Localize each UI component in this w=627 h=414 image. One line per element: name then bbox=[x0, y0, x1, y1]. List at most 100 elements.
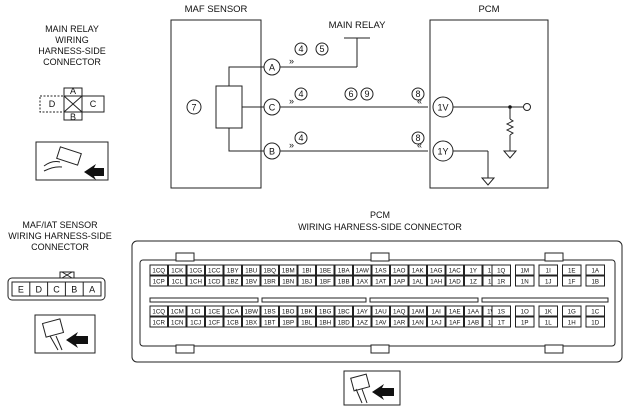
connector-mark: » bbox=[289, 56, 294, 66]
note-circle bbox=[315, 42, 329, 56]
connector-mark: » bbox=[289, 140, 294, 150]
connector-tab bbox=[175, 252, 195, 262]
pcm-pin-label: 1CH bbox=[190, 278, 202, 285]
pcm-pin-cell bbox=[464, 305, 483, 317]
pcm-pin-cell bbox=[427, 275, 446, 287]
separator-bar bbox=[149, 297, 259, 303]
pcm-pin-cell bbox=[515, 316, 535, 328]
main-relay-connector-label: MAIN RELAY WIRING HARNESS-SIDE CONNECTOR bbox=[38, 24, 106, 67]
pcm-pin-cell bbox=[515, 275, 535, 287]
pcm-pin-label: 1BC bbox=[338, 308, 351, 315]
pcm-pin-label: 1CQ bbox=[152, 267, 165, 274]
pcm-pin-cell bbox=[279, 316, 298, 328]
pcm-pin-cell bbox=[585, 305, 605, 317]
pcm-pin-label: 1BP bbox=[282, 319, 294, 326]
pcm-pin-label: 1P bbox=[521, 319, 529, 326]
pcm-pin-cell bbox=[408, 316, 427, 328]
pcm-pin-cell bbox=[538, 264, 558, 276]
pcm-pin-cell bbox=[562, 264, 582, 276]
pcm-pin-label: 1CG bbox=[189, 267, 202, 274]
pcm-pin-label: 1BK bbox=[301, 308, 314, 315]
pcm-pin-label: 1BE bbox=[319, 267, 331, 274]
note-circle bbox=[411, 87, 425, 101]
note-number: 5 bbox=[319, 44, 324, 54]
pcm-pin-cell bbox=[562, 305, 582, 317]
pcm-pin-label: 1K bbox=[544, 308, 552, 315]
pcm-pin-label: 1AR bbox=[393, 319, 406, 326]
separator-bar bbox=[481, 297, 609, 303]
pcm-pin-label: 1BR bbox=[264, 278, 277, 285]
pcm-pin-label: 1CF bbox=[208, 319, 220, 326]
main-relay-connector-label-line: WIRING bbox=[55, 35, 89, 45]
pcm-pin-cell bbox=[390, 264, 409, 276]
pcm-pin-cell bbox=[205, 264, 224, 276]
pcm-pin-cell bbox=[491, 305, 511, 317]
note-number: 8 bbox=[415, 89, 420, 99]
pcm-pin-label: 1M bbox=[520, 267, 529, 274]
pcm-pin-label: 1CA bbox=[227, 308, 240, 315]
connector-pin-label: A bbox=[70, 86, 76, 96]
maf-iat-connector-label-line: MAF/IAT SENSOR bbox=[22, 220, 98, 230]
pcm-pin-label: 1CP bbox=[153, 278, 165, 285]
maf-internal-wire bbox=[228, 128, 265, 152]
pcm-pin-cell bbox=[334, 275, 353, 287]
pcm-pin-cell bbox=[149, 316, 168, 328]
pcm-pin-label: 1AN bbox=[412, 319, 424, 326]
pcm-pin-cell bbox=[205, 305, 224, 317]
pcm-pin-label: 1J bbox=[545, 278, 552, 285]
pcm-pin-cell bbox=[242, 316, 261, 328]
pcm-pin-cell bbox=[334, 316, 353, 328]
resistor-symbol bbox=[505, 118, 515, 136]
pcm-pin-cell bbox=[585, 275, 605, 287]
pcm-pin-cell bbox=[297, 316, 316, 328]
pcm-pin-label: 1AI bbox=[432, 308, 442, 315]
pcm-connector-label-line: PCM bbox=[370, 210, 390, 220]
pcm-pin-cell bbox=[371, 275, 390, 287]
main-relay-label: MAIN RELAY bbox=[329, 20, 387, 31]
pcm-pin-cell bbox=[353, 316, 372, 328]
maf-connector-pin-label: B bbox=[71, 285, 77, 295]
connector-view-icon bbox=[35, 141, 109, 181]
pcm-pin-label: 1AB bbox=[467, 319, 479, 326]
pcm-connector-label-line: WIRING HARNESS-SIDE CONNECTOR bbox=[298, 222, 462, 232]
note-number: 7 bbox=[191, 103, 196, 113]
pcm-pin-label: 1AX bbox=[356, 278, 368, 285]
connector-pin-label: B bbox=[70, 112, 76, 122]
pcm-pin-cell bbox=[260, 264, 279, 276]
wire-shape bbox=[49, 335, 63, 351]
wire-shape bbox=[43, 166, 63, 172]
maf-terminal-label: B bbox=[269, 147, 275, 157]
pcm-pin-cell bbox=[353, 264, 372, 276]
connector-body-shape bbox=[41, 318, 65, 338]
pcm-pin-cell bbox=[279, 264, 298, 276]
pcm-pin-cell bbox=[149, 275, 168, 287]
note-circle bbox=[360, 87, 374, 101]
pcm-pin-cell bbox=[260, 305, 279, 317]
pcm-pin-cell bbox=[371, 305, 390, 317]
note-number: 9 bbox=[364, 89, 369, 99]
pcm-pin-label: 1AT bbox=[375, 278, 386, 285]
pcm-pin-cell bbox=[427, 264, 446, 276]
note-number: 4 bbox=[298, 133, 303, 143]
pcm-pin-label: 1AE bbox=[449, 308, 461, 315]
pcm-pin-label: 1AV bbox=[375, 319, 387, 326]
wire-shape bbox=[43, 161, 61, 167]
pcm-pin-label: 1Z bbox=[470, 278, 477, 285]
maf-iat-connector-label-line: WIRING HARNESS-SIDE bbox=[8, 231, 112, 241]
pcm-pin-label: 1C bbox=[591, 308, 599, 315]
connector-body-shape bbox=[56, 146, 82, 166]
connector-body-shape bbox=[350, 373, 371, 392]
pcm-pin-cell bbox=[445, 305, 464, 317]
pcm-pin-label: 1AW bbox=[356, 267, 369, 274]
ground-symbol bbox=[502, 150, 518, 159]
pcm-pin-label: 1AQ bbox=[393, 308, 406, 315]
pcm-pin-label: 1CC bbox=[208, 267, 221, 274]
pcm-pin-label: 1E bbox=[568, 267, 576, 274]
pcm-pin-label: 1AU bbox=[375, 308, 387, 315]
pcm-pin-label: 1BD bbox=[338, 319, 351, 326]
pcm-pin-cell bbox=[205, 316, 224, 328]
pcm-pin-label: 1BH bbox=[319, 319, 331, 326]
maf-connector-pin-label: D bbox=[35, 285, 42, 295]
pcm-pin-cell bbox=[445, 316, 464, 328]
